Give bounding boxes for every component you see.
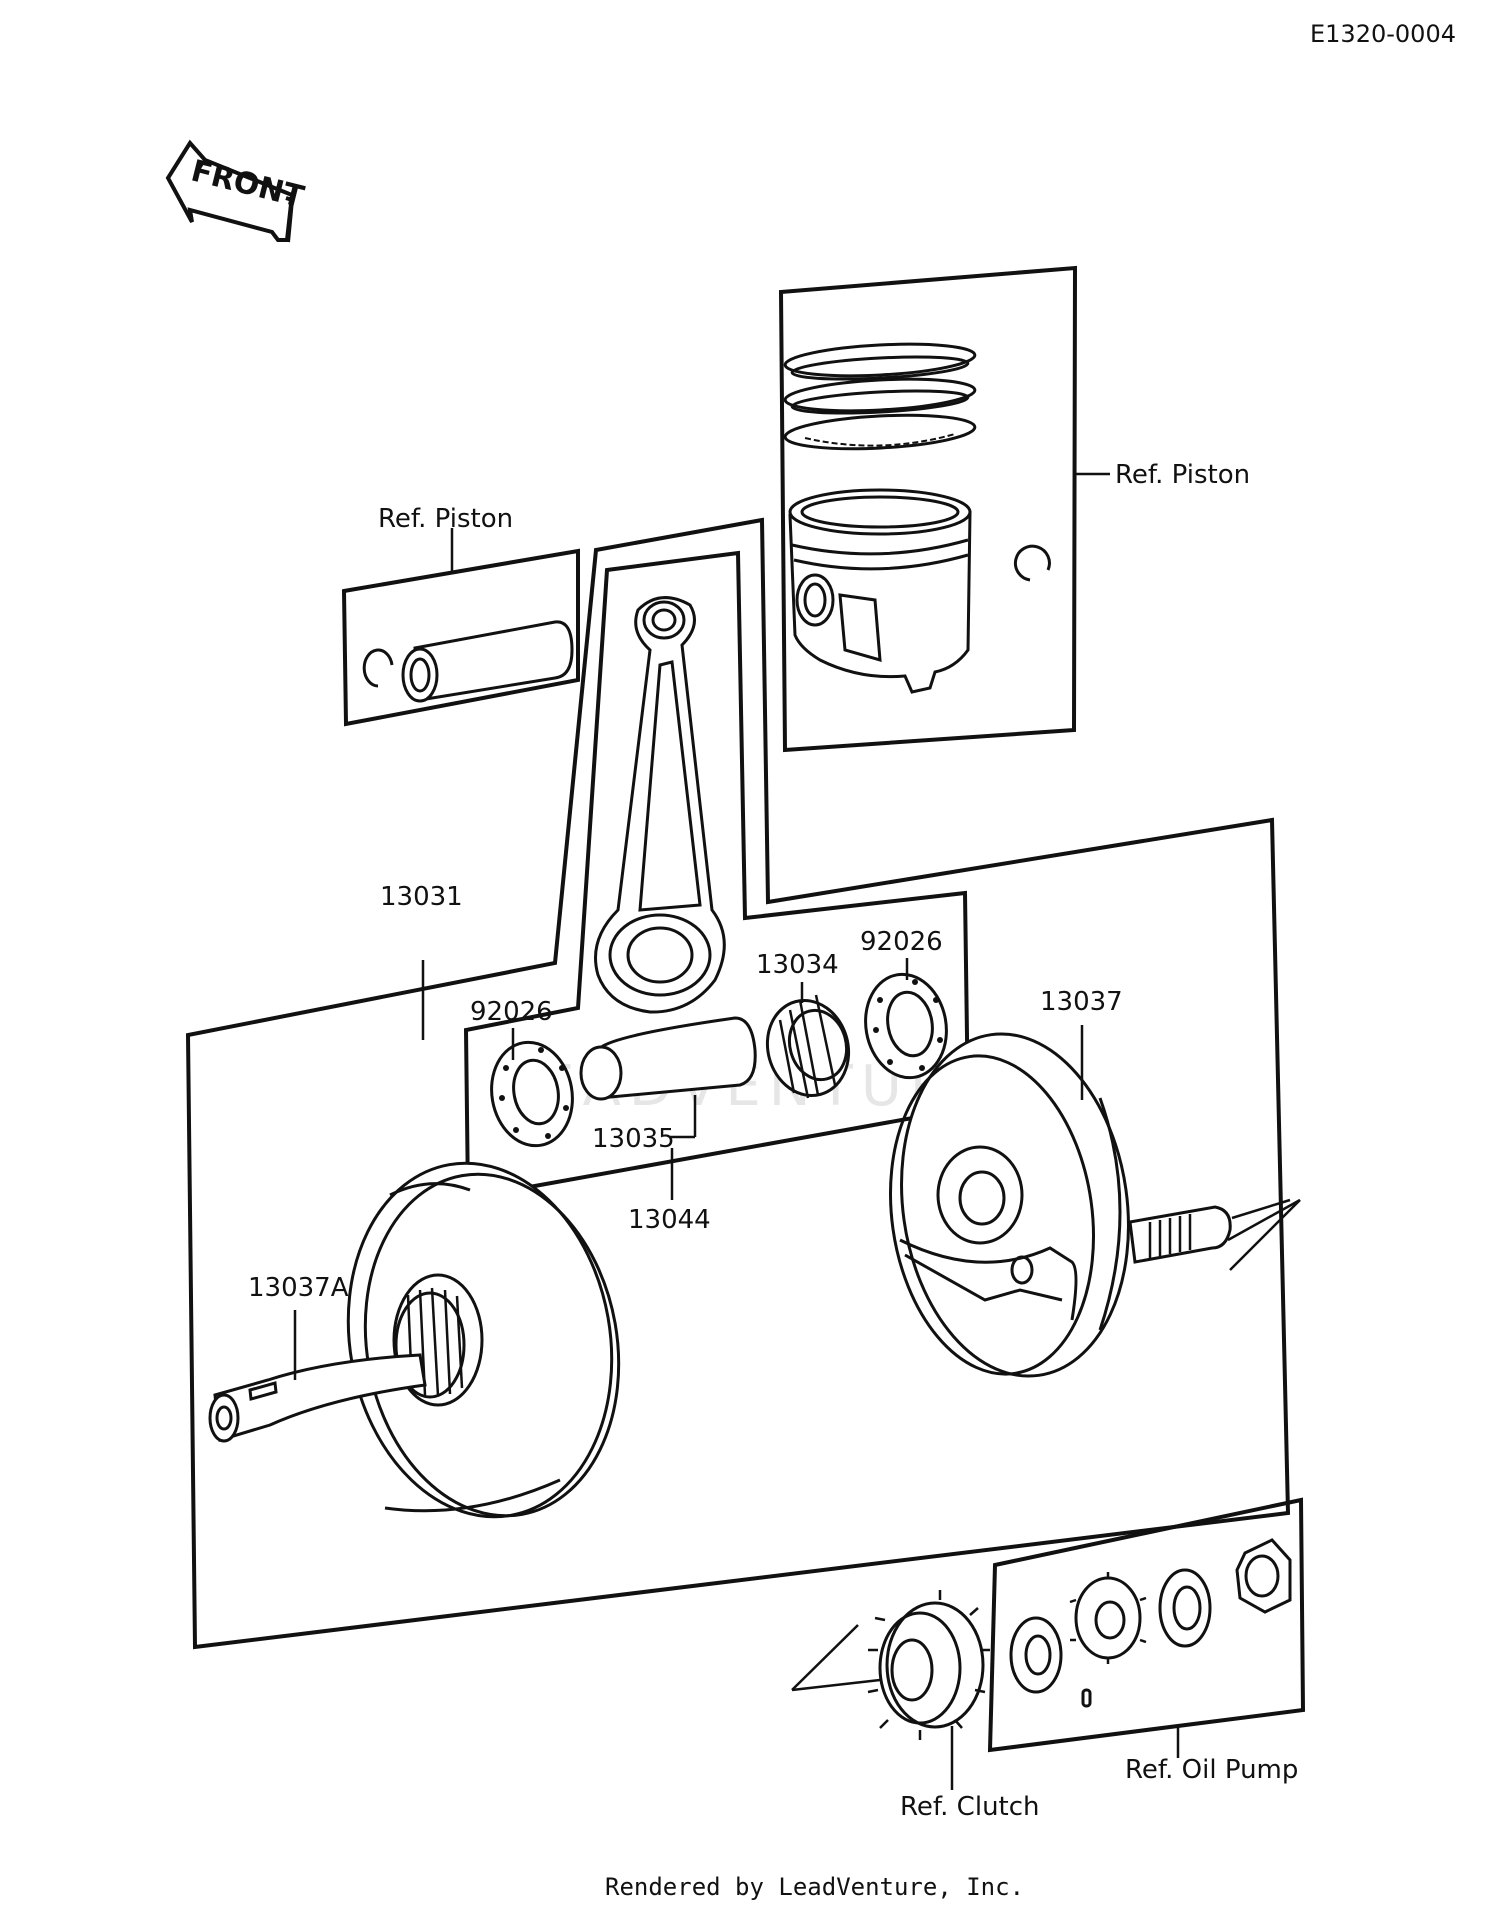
crankshaft-assembly-outline: 13031 [185, 517, 1291, 1650]
callout-ref-oil-pump: Ref. Oil Pump [1125, 1755, 1298, 1785]
callout-13037A: 13037A [248, 1273, 349, 1303]
clutch-gear: Ref. Clutch [791, 1590, 1040, 1822]
callout-ref-piston-right: Ref. Piston [1115, 460, 1250, 490]
callout-13044: 13044 [628, 1205, 711, 1235]
oil-pump-ref-box: Ref. Oil Pump [987, 1497, 1306, 1785]
piston-ref-box-right: Ref. Piston [778, 265, 1250, 753]
callout-13035: 13035 [592, 1124, 675, 1154]
left-crank-half-13037A: 13037A [208, 1161, 621, 1519]
callout-ref-piston-left: Ref. Piston [378, 504, 513, 534]
callout-13037: 13037 [1040, 987, 1123, 1017]
piston-pin-ref-box-left: Ref. Piston [341, 504, 580, 727]
footer-credit: Rendered by LeadVenture, Inc. [605, 1873, 1024, 1901]
callout-13034: 13034 [756, 950, 839, 980]
document-code: E1320-0004 [1310, 20, 1456, 48]
callout-13031: 13031 [380, 882, 463, 912]
right-crank-half-13037: 13037 [889, 987, 1301, 1378]
callout-92026-right: 92026 [860, 927, 943, 957]
callout-ref-clutch: Ref. Clutch [900, 1792, 1040, 1822]
front-arrow-icon: FRONT [165, 139, 308, 243]
callout-92026-left: 92026 [470, 997, 553, 1027]
